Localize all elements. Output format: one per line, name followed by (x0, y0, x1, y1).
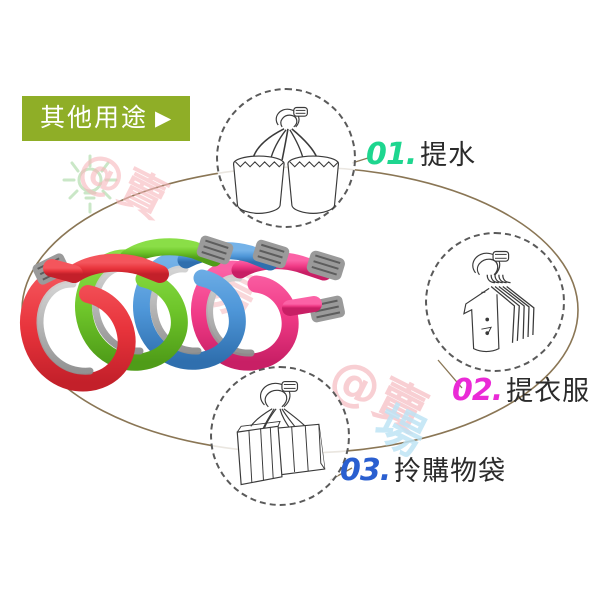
play-triangle-icon: ▶ (155, 105, 174, 130)
shopping-bags-line-drawing (236, 381, 326, 486)
use-illustration-1 (216, 88, 356, 228)
handle-red (19, 253, 169, 392)
use-number-1: 01. (366, 137, 417, 172)
use-label-1: 01. 提水 (366, 140, 476, 170)
use-label-2: 02. 提衣服 (452, 376, 590, 406)
section-banner-label: 其他用途 (40, 103, 149, 132)
use-label-3: 03. 拎購物袋 (340, 456, 506, 486)
clothes-hangers-line-drawing (463, 250, 535, 353)
use-number-2: 02. (452, 373, 503, 408)
use-text-1: 提水 (420, 140, 477, 171)
use-illustration-2 (425, 232, 565, 372)
section-banner: 其他用途 ▶ (22, 96, 191, 141)
use-number-3: 03. (340, 453, 391, 488)
buckets-line-drawing (232, 106, 340, 214)
use-text-3: 拎購物袋 (394, 456, 507, 487)
product-photo (19, 235, 345, 392)
lightbulb-sparkle-watermark (62, 154, 118, 214)
use-illustration-3 (210, 366, 350, 506)
use-text-2: 提衣服 (506, 376, 591, 407)
